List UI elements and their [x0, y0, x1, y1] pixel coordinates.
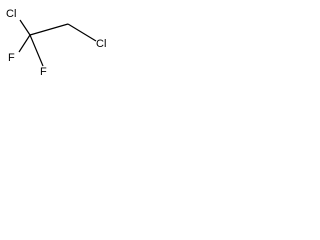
structure-diagram: Cl Cl F F — [0, 0, 122, 86]
atom-label-f-left: F — [8, 52, 15, 64]
atom-label-f-bottom: F — [40, 66, 47, 78]
bond-c1-f1 — [18, 34, 31, 53]
molecule-bonds — [18, 19, 97, 67]
bond-c2-cl2 — [67, 23, 97, 42]
bond-c1-cl1 — [19, 19, 31, 36]
bond-c1-c2 — [29, 23, 69, 36]
atom-label-cl-top: Cl — [6, 8, 17, 20]
bond-c1-f2 — [29, 34, 44, 67]
atom-label-cl-right: Cl — [96, 38, 107, 50]
